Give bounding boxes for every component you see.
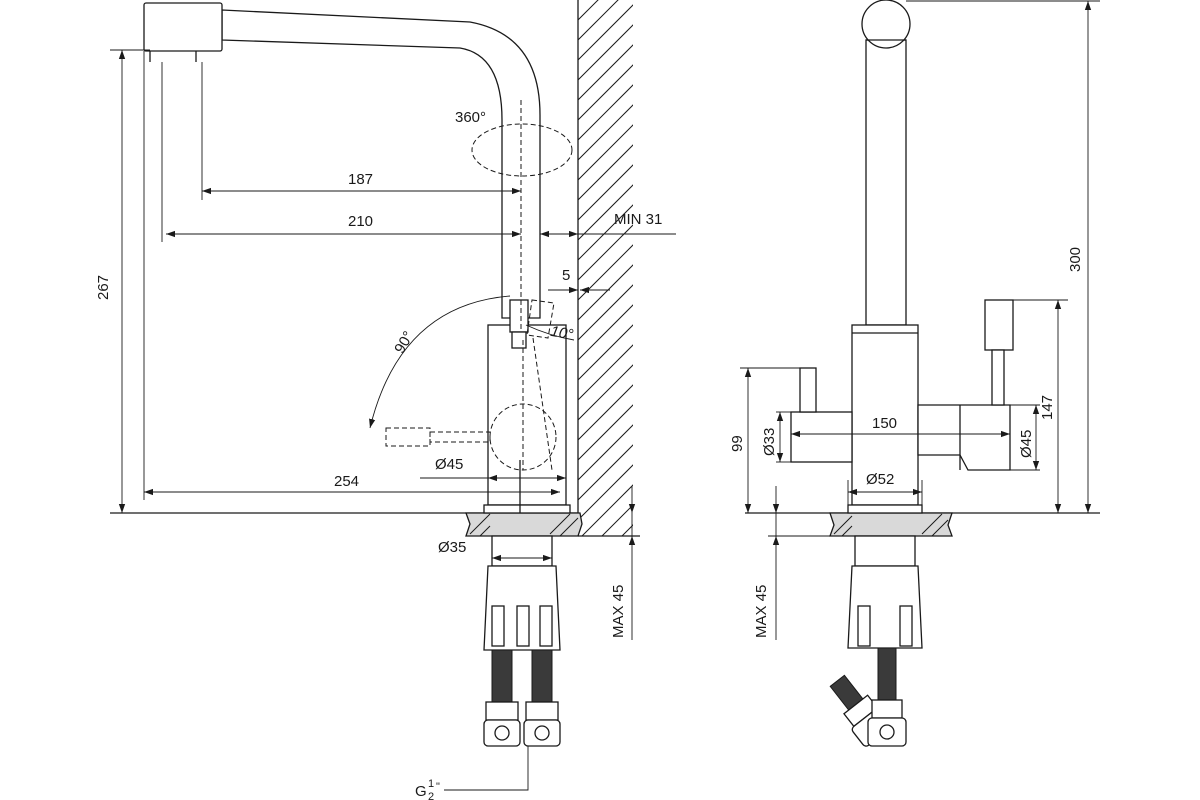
svg-text:MAX 45: MAX 45 <box>753 585 770 638</box>
svg-text:G: G <box>415 783 427 800</box>
dim-150: 150 <box>791 415 1010 438</box>
svg-text:147: 147 <box>1039 395 1056 420</box>
dim-254: 254 <box>143 51 560 500</box>
svg-text:10°: 10° <box>549 323 574 344</box>
svg-text:210: 210 <box>348 213 373 230</box>
svg-text:5: 5 <box>562 267 570 284</box>
dim-diameter-33: Ø33 <box>761 411 791 463</box>
spout-column <box>861 0 911 326</box>
dim-diameter-35: Ø35 <box>438 538 553 565</box>
svg-text:2: 2 <box>428 791 434 800</box>
dim-210: 210 MIN 31 <box>161 62 676 242</box>
svg-text:Ø33: Ø33 <box>761 428 778 456</box>
svg-text:Ø52: Ø52 <box>866 471 894 488</box>
front-body <box>790 299 1014 514</box>
dim-diameter-52: Ø52 <box>847 471 923 505</box>
svg-text:": " <box>436 781 440 793</box>
svg-text:99: 99 <box>729 435 746 452</box>
dim-187: 187 <box>201 62 521 200</box>
svg-text:187: 187 <box>348 171 373 188</box>
front-view: 300 147 99 Ø33 150 <box>729 0 1100 747</box>
svg-text:Ø35: Ø35 <box>438 539 466 556</box>
spout <box>143 2 541 319</box>
dim-max-45: MAX 45 <box>610 486 636 640</box>
dim-10-degree: 10° <box>525 323 574 344</box>
svg-text:Ø45: Ø45 <box>435 456 463 473</box>
front-shank <box>829 535 923 747</box>
dim-5: 5 <box>548 267 610 294</box>
svg-text:1: 1 <box>428 778 434 790</box>
label-360: 360° <box>455 109 486 126</box>
dim-300: 300 <box>906 0 1100 513</box>
dim-99: 99 <box>729 367 800 513</box>
dim-max-45-front: MAX 45 <box>753 486 850 640</box>
svg-text:150: 150 <box>872 415 897 432</box>
label-min-31: MIN 31 <box>614 211 662 228</box>
svg-text:300: 300 <box>1067 247 1084 272</box>
dim-147: 147 <box>1013 299 1068 513</box>
rotation-ellipse <box>471 123 573 177</box>
shank-assembly <box>483 535 561 747</box>
thread-label: G 1 2 " <box>415 746 529 800</box>
side-view: 360° 187 210 MIN 31 5 90° <box>95 0 676 800</box>
dim-diameter-45-front: Ø45 <box>1010 404 1040 471</box>
svg-text:MAX 45: MAX 45 <box>610 585 627 638</box>
svg-text:267: 267 <box>95 275 112 300</box>
svg-text:Ø45: Ø45 <box>1018 430 1035 458</box>
dim-267: 267 <box>95 49 150 513</box>
countertop <box>110 512 640 537</box>
countertop-front <box>745 512 1100 537</box>
svg-text:254: 254 <box>334 473 359 490</box>
svg-text:90°: 90° <box>391 328 417 356</box>
wall-hatching <box>577 0 633 536</box>
dim-diameter-45: Ø45 <box>420 456 566 482</box>
